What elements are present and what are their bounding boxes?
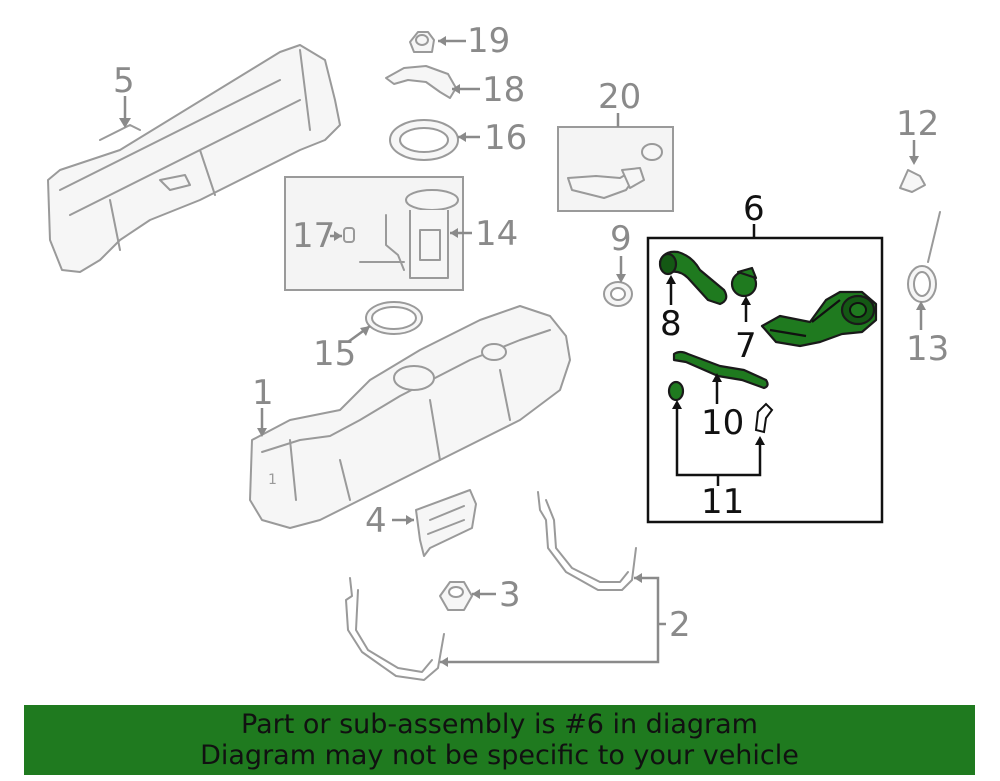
- svg-text:1: 1: [268, 472, 277, 488]
- part-9-clamp[interactable]: [603, 281, 633, 307]
- callout-13[interactable]: 13: [906, 329, 949, 369]
- part-11-retainer[interactable]: [754, 402, 774, 434]
- callout-14[interactable]: 14: [475, 214, 518, 254]
- part-12-door-bracket[interactable]: [899, 169, 926, 193]
- part-19-nut[interactable]: [409, 31, 435, 53]
- callout-3[interactable]: 3: [499, 575, 521, 615]
- part-6-filler-neck[interactable]: [760, 290, 878, 348]
- callout-5[interactable]: 5: [113, 61, 135, 101]
- part-15-seal[interactable]: [365, 301, 423, 335]
- info-banner: Part or sub-assembly is #6 in diagram Di…: [24, 705, 975, 775]
- part-17-sender[interactable]: [343, 227, 355, 243]
- callout-6[interactable]: 6: [743, 189, 765, 229]
- callout-16[interactable]: 16: [484, 118, 527, 158]
- part-18-bracket[interactable]: [385, 65, 457, 99]
- banner-line-2: Diagram may not be specific to your vehi…: [200, 740, 799, 771]
- callout-15[interactable]: 15: [313, 334, 356, 374]
- part-16-lock-ring[interactable]: [389, 119, 459, 161]
- part-2-strap-front[interactable]: [537, 491, 637, 591]
- callout-11[interactable]: 11: [701, 482, 744, 522]
- callout-1[interactable]: 1: [252, 373, 274, 413]
- part-10-vent-tube[interactable]: [672, 350, 769, 390]
- callout-19[interactable]: 19: [467, 21, 510, 61]
- callout-7[interactable]: 7: [735, 326, 757, 366]
- box-20-vent-hose: [557, 126, 674, 212]
- callout-4[interactable]: 4: [365, 501, 387, 541]
- part-2-strap-rear[interactable]: [345, 577, 445, 681]
- part-20-hose[interactable]: [567, 143, 663, 199]
- part-1-fuel-tank[interactable]: 1: [249, 305, 571, 529]
- part-4-heat-shield[interactable]: [415, 489, 477, 557]
- callout-18[interactable]: 18: [482, 70, 525, 110]
- part-14-fuel-pump[interactable]: [359, 189, 459, 279]
- part-5-shield[interactable]: [47, 44, 341, 273]
- leader-2: [440, 576, 660, 664]
- callout-12[interactable]: 12: [896, 104, 939, 144]
- callout-10[interactable]: 10: [701, 403, 744, 443]
- part-8-filler-hose[interactable]: [658, 250, 728, 306]
- part-7-hose-clamp[interactable]: [730, 266, 758, 298]
- banner-line-1: Part or sub-assembly is #6 in diagram: [241, 709, 758, 740]
- callout-17[interactable]: 17: [292, 216, 335, 256]
- callout-8[interactable]: 8: [660, 304, 682, 344]
- part-11-grommet[interactable]: [667, 380, 685, 402]
- part-13-fuel-cap[interactable]: [907, 211, 941, 303]
- callout-9[interactable]: 9: [610, 219, 632, 259]
- callout-2[interactable]: 2: [669, 605, 691, 645]
- callout-20[interactable]: 20: [598, 77, 641, 117]
- part-3-nut[interactable]: [439, 581, 473, 611]
